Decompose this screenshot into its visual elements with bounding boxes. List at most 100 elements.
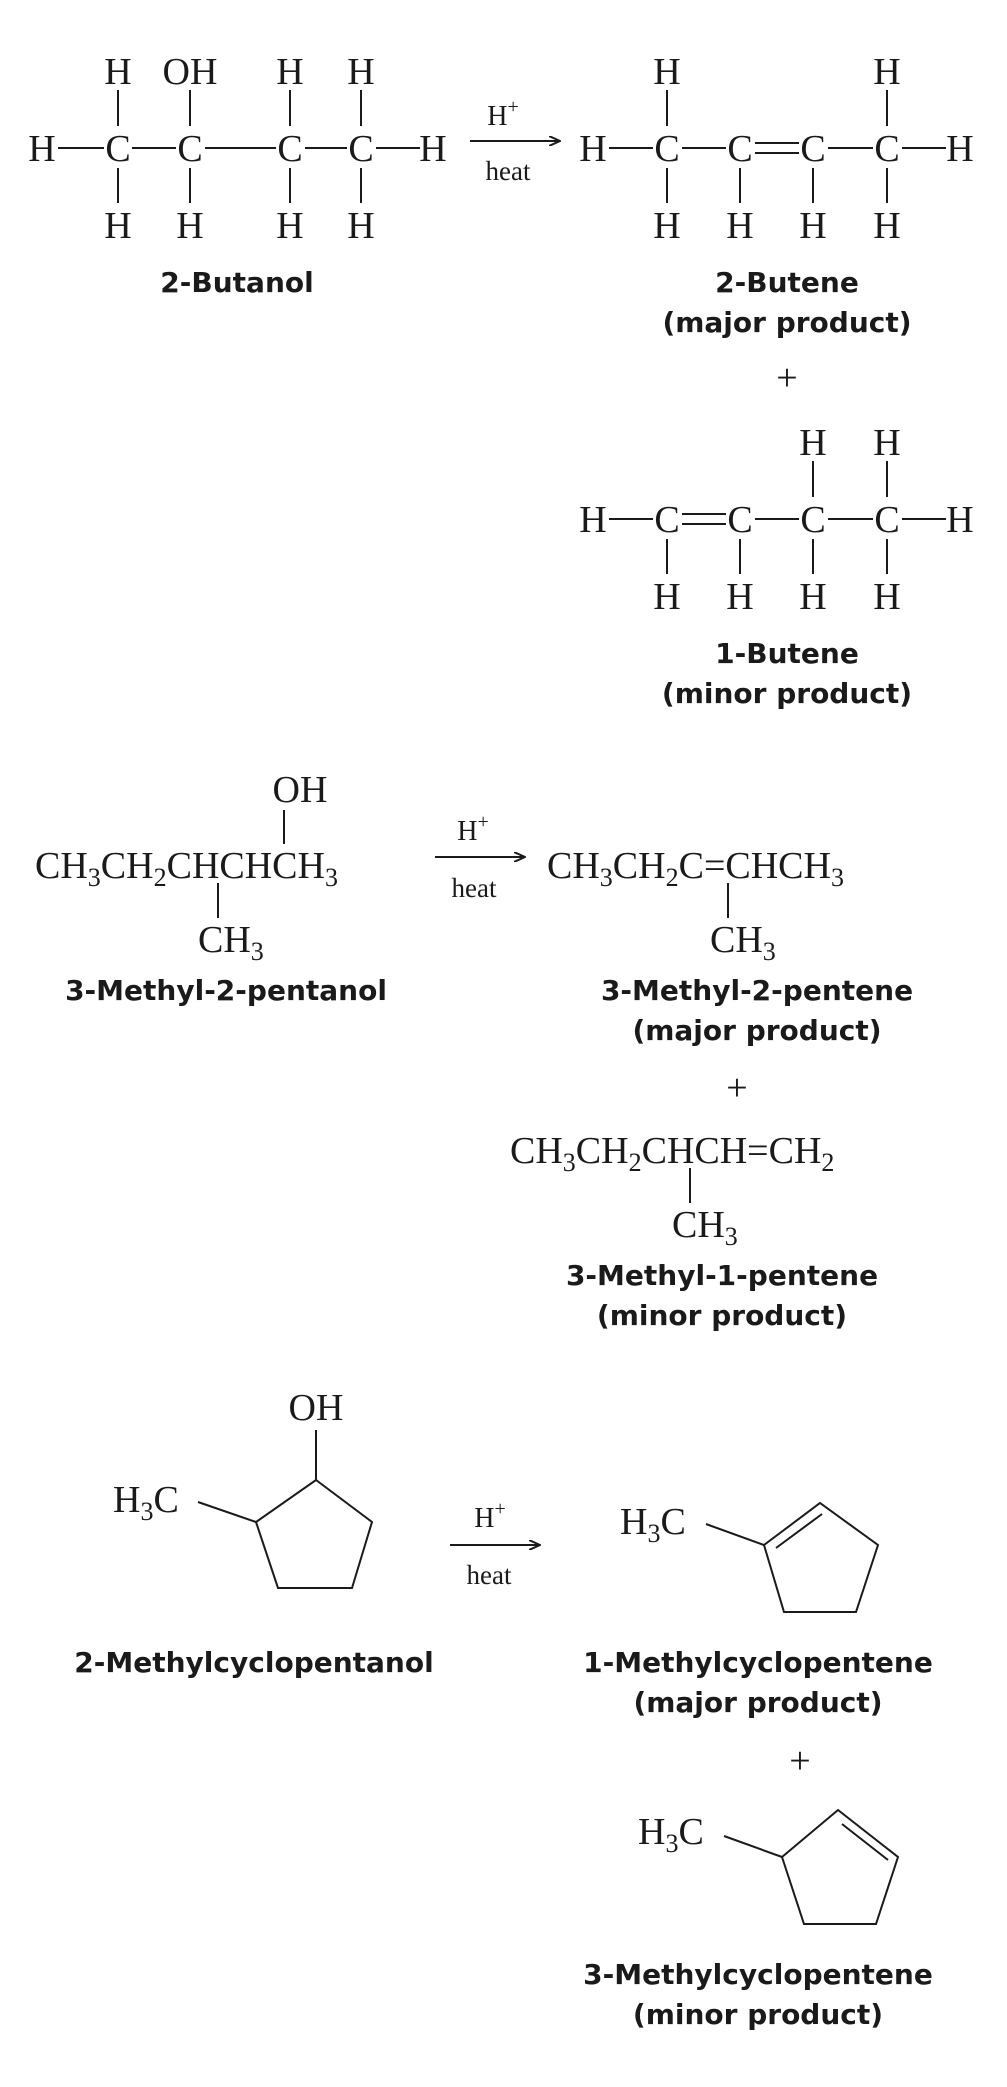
plus-sign: + — [726, 1067, 747, 1109]
methyl-group: H3C — [620, 1501, 686, 1548]
atom-h: H — [799, 576, 826, 618]
methyl-branch: CH3 — [710, 919, 776, 966]
methylcyclopentene-3-structure: H3C — [638, 1808, 900, 1925]
condition-label: heat — [452, 873, 497, 903]
major-product-note: (major product) — [633, 1686, 882, 1719]
methyl-branch: CH3 — [198, 919, 264, 966]
atom-c: C — [727, 128, 752, 170]
catalyst-label: H+ — [457, 811, 489, 847]
bonds — [58, 90, 420, 203]
cyclopentane-ring — [254, 1478, 374, 1589]
bond — [705, 1523, 765, 1546]
atom-h: H — [104, 205, 131, 247]
reaction-arrow: H+ heat — [435, 811, 525, 903]
bonds — [609, 90, 946, 203]
methylpentene-2-structure: CH3CH2C=CHCH3 CH3 — [547, 845, 844, 966]
atom-h: H — [873, 205, 900, 247]
atom-oh: OH — [289, 1387, 344, 1429]
atom-oh: OH — [273, 769, 328, 811]
atom-h: H — [726, 205, 753, 247]
atom-c: C — [727, 499, 752, 541]
atom-oh: OH — [163, 51, 218, 93]
major-product-note: (major product) — [662, 306, 911, 339]
atom-c: C — [654, 499, 679, 541]
double-bond — [775, 1513, 823, 1549]
cyclopentene-ring — [762, 1501, 880, 1613]
bond — [197, 1501, 257, 1523]
methyl-group: H3C — [113, 1479, 179, 1526]
butene-2-structure: H H H C C C C H H H H H — [579, 51, 973, 247]
methyl-branch: CH3 — [672, 1204, 738, 1251]
atom-c: C — [177, 128, 202, 170]
atom-h: H — [347, 205, 374, 247]
double-bond — [841, 1823, 889, 1861]
atom-h: H — [873, 422, 900, 464]
minor-product-note: (minor product) — [662, 677, 912, 710]
atom-h: H — [653, 205, 680, 247]
reactant-name: 2-Butanol — [160, 266, 313, 299]
bond — [723, 1835, 783, 1858]
methylcyclopentanol-structure: OH H3C — [113, 1387, 374, 1589]
major-product-name: 3-Methyl-2-pentene — [601, 974, 913, 1007]
condition-label: heat — [467, 1560, 512, 1590]
atom-c: C — [105, 128, 130, 170]
atom-c: C — [874, 499, 899, 541]
atom-c: C — [800, 128, 825, 170]
atom-h: H — [28, 128, 55, 170]
atom-h: H — [653, 51, 680, 93]
atom-h: H — [726, 576, 753, 618]
plus-sign: + — [789, 1740, 810, 1782]
atom-c: C — [800, 499, 825, 541]
atom-h: H — [653, 576, 680, 618]
condensed-formula: CH3CH2C=CHCH3 — [547, 845, 844, 892]
atom-c: C — [874, 128, 899, 170]
atom-c: C — [348, 128, 373, 170]
atom-h: H — [873, 576, 900, 618]
reaction-1: H OH H H H C C C C H H H H H — [28, 51, 973, 710]
minor-product-note: (minor product) — [597, 1299, 847, 1332]
minor-product-note: (minor product) — [633, 1998, 883, 2031]
atom-h: H — [579, 499, 606, 541]
atom-h: H — [873, 51, 900, 93]
atom-h: H — [799, 205, 826, 247]
butanol-structure: H OH H H H C C C C H H H H H — [28, 51, 446, 247]
condensed-formula: CH3CH2CHCH=CH2 — [510, 1130, 834, 1177]
methylpentanol-structure: OH CH3CH2CHCHCH3 CH3 — [35, 769, 338, 966]
atom-h: H — [176, 205, 203, 247]
atom-h: H — [419, 128, 446, 170]
condensed-formula: CH3CH2CHCHCH3 — [35, 845, 338, 892]
condition-label: heat — [486, 156, 531, 186]
major-product-name: 2-Butene — [715, 266, 859, 299]
atom-h: H — [946, 499, 973, 541]
reaction-arrow: H+ heat — [470, 96, 560, 186]
methylpentene-1-structure: CH3CH2CHCH=CH2 CH3 — [510, 1130, 834, 1251]
minor-product-name: 3-Methyl-1-pentene — [566, 1259, 878, 1292]
reaction-arrow: H+ heat — [450, 1498, 540, 1590]
catalyst-label: H+ — [487, 96, 519, 132]
atom-c: C — [654, 128, 679, 170]
reaction-3: OH H3C 2-Methylcyclopentanol H+ heat H3C… — [74, 1387, 933, 2031]
catalyst-label: H+ — [474, 1498, 506, 1534]
atom-h: H — [579, 128, 606, 170]
bonds — [609, 461, 946, 574]
minor-product-name: 1-Butene — [715, 637, 859, 670]
atom-h: H — [946, 128, 973, 170]
butene-1-structure: H H H C C C C H H H H H — [579, 422, 973, 618]
plus-sign: + — [776, 357, 797, 399]
major-product-note: (major product) — [632, 1014, 881, 1047]
atom-h: H — [276, 205, 303, 247]
atom-h: H — [799, 422, 826, 464]
reactant-name: 2-Methylcyclopentanol — [74, 1646, 433, 1679]
major-product-name: 1-Methylcyclopentene — [583, 1646, 933, 1679]
methyl-group: H3C — [638, 1811, 704, 1858]
cyclopentene-ring — [780, 1808, 900, 1925]
atom-h: H — [347, 51, 374, 93]
atom-h: H — [104, 51, 131, 93]
methylcyclopentene-1-structure: H3C — [620, 1501, 880, 1613]
minor-product-name: 3-Methylcyclopentene — [583, 1958, 933, 1991]
atom-c: C — [277, 128, 302, 170]
reaction-2: OH CH3CH2CHCHCH3 CH3 3-Methyl-2-pentanol… — [35, 769, 913, 1332]
atom-h: H — [276, 51, 303, 93]
